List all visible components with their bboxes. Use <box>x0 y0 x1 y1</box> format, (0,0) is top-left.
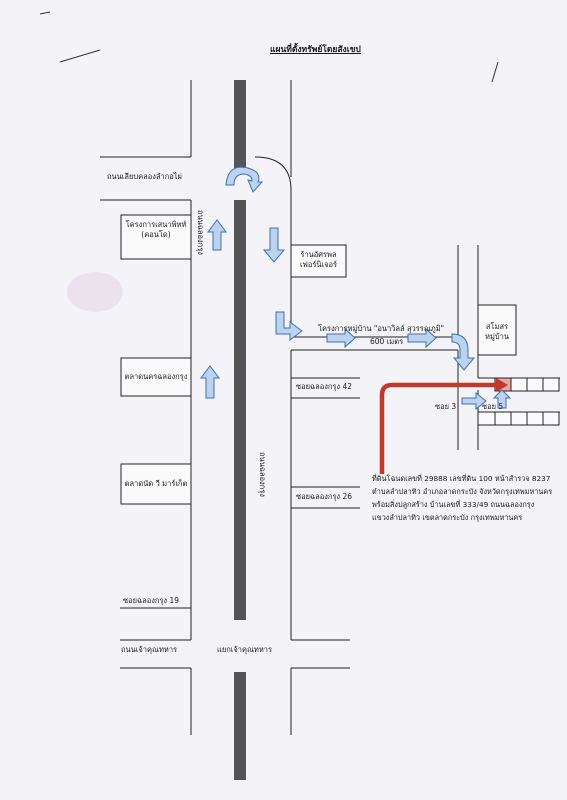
main-road-right-label: ถนนฉลองกรุง <box>258 452 267 497</box>
arrow-up-icon <box>200 365 220 399</box>
condo-label: โครงการเสนาพิทท์ (คอนโด) <box>121 220 191 240</box>
median-strip-bottom <box>234 672 246 780</box>
arrow-right-small-icon <box>461 391 487 411</box>
arrow-right-icon <box>407 327 437 349</box>
house <box>542 411 560 426</box>
soi-5-label: ซอย 5 <box>482 402 504 411</box>
route-arrowhead <box>496 378 508 392</box>
club-label-line2: หมู่บ้าน <box>485 332 509 341</box>
soi-26-label: ซอยฉลองกรุง 26 <box>296 492 353 501</box>
arrow-down-icon <box>262 227 286 263</box>
house <box>494 411 512 426</box>
market1-box <box>120 357 192 397</box>
bottom-road-label: ถนนเจ้าคุณทหาร <box>121 645 178 654</box>
house <box>526 377 544 392</box>
arrow-turn-right-icon <box>275 311 303 341</box>
property-info-line: พร้อมสิ่งปลูกสร้าง บ้านเลขที่ 333/49 ถนน… <box>372 500 535 509</box>
soi-42-label: ซอยฉลองกรุง 42 <box>296 382 353 391</box>
house <box>526 411 544 426</box>
main-road-left-label: ถนนฉลองกรุง <box>196 210 205 255</box>
soi-3-label: ซอย 3 <box>435 402 457 411</box>
median-strip-main <box>234 200 246 620</box>
pen-mark <box>491 61 499 83</box>
market2-box <box>120 463 192 505</box>
property-info-line: ที่ดินโฉนดเลขที่ 29888 เลขที่ดิน 100 หน้… <box>372 474 551 483</box>
direction-arrows <box>200 166 512 411</box>
furniture-label-line1: ร้านอัศรพล <box>300 250 337 259</box>
median-strip-top <box>234 80 246 172</box>
property-info: ที่ดินโฉนดเลขที่ 29888 เลขที่ดิน 100 หน้… <box>372 472 567 524</box>
club-label-line1: สโมสร <box>485 322 509 331</box>
pen-mark <box>59 49 101 63</box>
market1-label: ตลาดนครฉลองกรุง <box>124 372 188 381</box>
arrow-up-icon <box>207 219 227 251</box>
route-line <box>379 382 496 474</box>
paper-stain <box>67 272 123 312</box>
arrow-right-icon <box>326 327 356 349</box>
club-box <box>477 304 517 356</box>
arrow-turn-down-icon <box>451 333 476 371</box>
house <box>542 377 560 392</box>
condo-label-line2: (คอนโด) <box>141 230 171 239</box>
top-road-label: ถนนเลียบคลองลำกอไผ่ <box>107 172 182 181</box>
house <box>510 411 528 426</box>
property-info-line: แขวงลำปลาทิว เขตลาดกระบัง กรุงเทพมหานคร <box>372 513 523 522</box>
project-label: โครงการหมู่บ้าน "อนาวิลล์ สุวรรณภูมิ" <box>318 324 445 333</box>
soi-19-label: ซอยฉลองกรุง 19 <box>123 596 180 605</box>
property-info-line: ตำบลลำปลาทิว อำเภอลาดกระบัง จังหวัดกรุงเ… <box>372 487 553 496</box>
condo-box <box>120 214 192 260</box>
junction-label: แยกเจ้าคุณทหาร <box>217 645 273 654</box>
furniture-box <box>290 244 347 278</box>
pen-mark <box>39 11 51 15</box>
arrow-up-small-icon <box>492 389 512 409</box>
house <box>477 411 496 426</box>
condo-label-line1: โครงการเสนาพิทท์ <box>125 220 187 229</box>
house <box>510 377 528 392</box>
map-title: แผนที่ตั้งทรัพย์โดยสังเขป <box>270 45 361 55</box>
club-label: สโมสร หมู่บ้าน <box>478 322 516 342</box>
road-edge-corner <box>254 156 292 337</box>
market2-label: ตลาดนัด วี มาร์เก็ต <box>124 479 188 488</box>
furniture-label: ร้านอัศรพล เฟอร์นิเจอร์ <box>291 250 346 270</box>
furniture-label-line2: เฟอร์นิเจอร์ <box>299 260 338 269</box>
u-turn-arrow-icon <box>225 166 264 193</box>
distance-label: 600 เมตร <box>370 337 404 346</box>
